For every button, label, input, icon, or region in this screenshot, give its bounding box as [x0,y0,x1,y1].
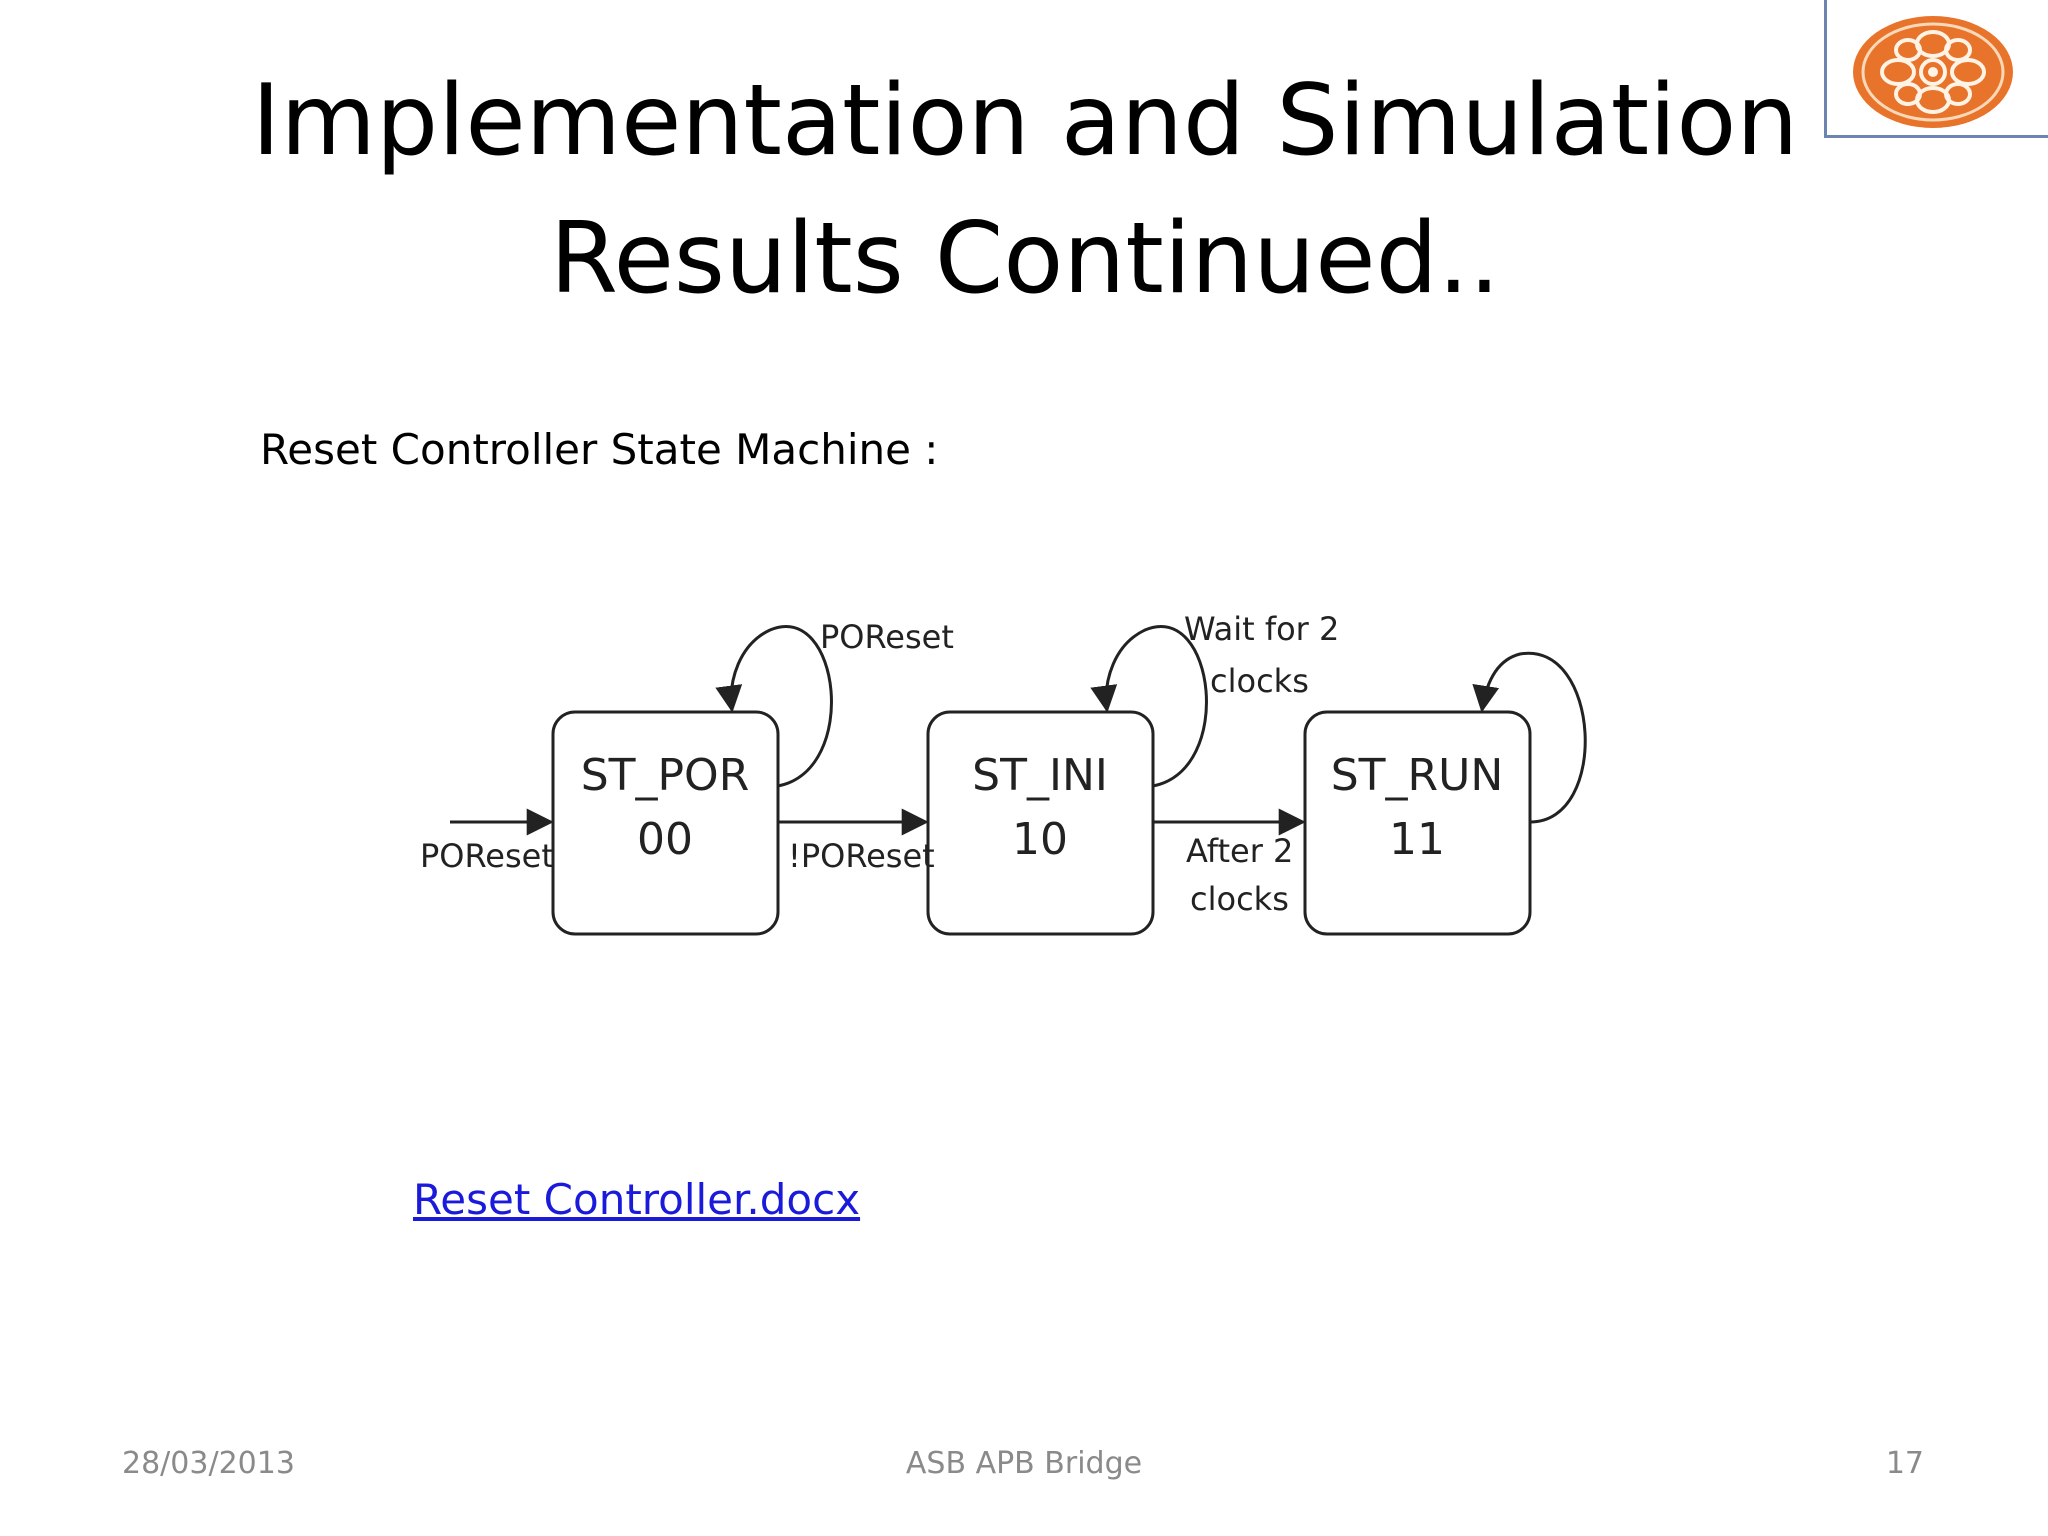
slide-title: Implementation and Simulation Results Co… [180,52,1870,328]
diagram-caption: Reset Controller State Machine : [260,425,939,474]
title-line-2: Results Continued.. [549,202,1501,316]
state-machine-svg: ST_POR 00 ST_INI 10 ST_RUN 11 POReset PO… [420,610,1587,936]
reset-controller-doc-link[interactable]: Reset Controller.docx [413,1175,861,1224]
self-loop-st-por [715,625,833,788]
label-ini-to-run-2: clocks [1190,880,1289,918]
footer-title: ASB APB Bridge [905,1446,1143,1481]
label-ini-to-run-1: After 2 [1186,832,1293,870]
label-por-to-ini: !POReset [788,837,935,875]
label-entry: POReset [420,837,554,875]
state-name-st-ini: ST_INI [972,750,1108,801]
state-code-st-run: 11 [1389,814,1445,865]
university-seal-icon [1853,16,2013,128]
footer-date: 28/03/2013 [122,1446,295,1481]
title-line-1: Implementation and Simulation [251,64,1799,178]
state-name-st-run: ST_RUN [1331,750,1504,801]
label-ini-self-1: Wait for 2 [1184,610,1339,648]
state-name-st-por: ST_POR [581,750,750,801]
state-code-st-por: 00 [637,814,693,865]
label-ini-self-2: clocks [1210,662,1309,700]
state-code-st-ini: 10 [1012,814,1068,865]
logo-frame [1824,0,2048,138]
label-por-self: POReset [820,618,954,656]
self-loop-st-run [1472,651,1587,824]
footer-page-number: 17 [1885,1446,1924,1481]
self-loop-st-ini [1090,625,1208,788]
state-machine-diagram: ST_POR 00 ST_INI 10 ST_RUN 11 POReset PO… [0,560,2048,980]
